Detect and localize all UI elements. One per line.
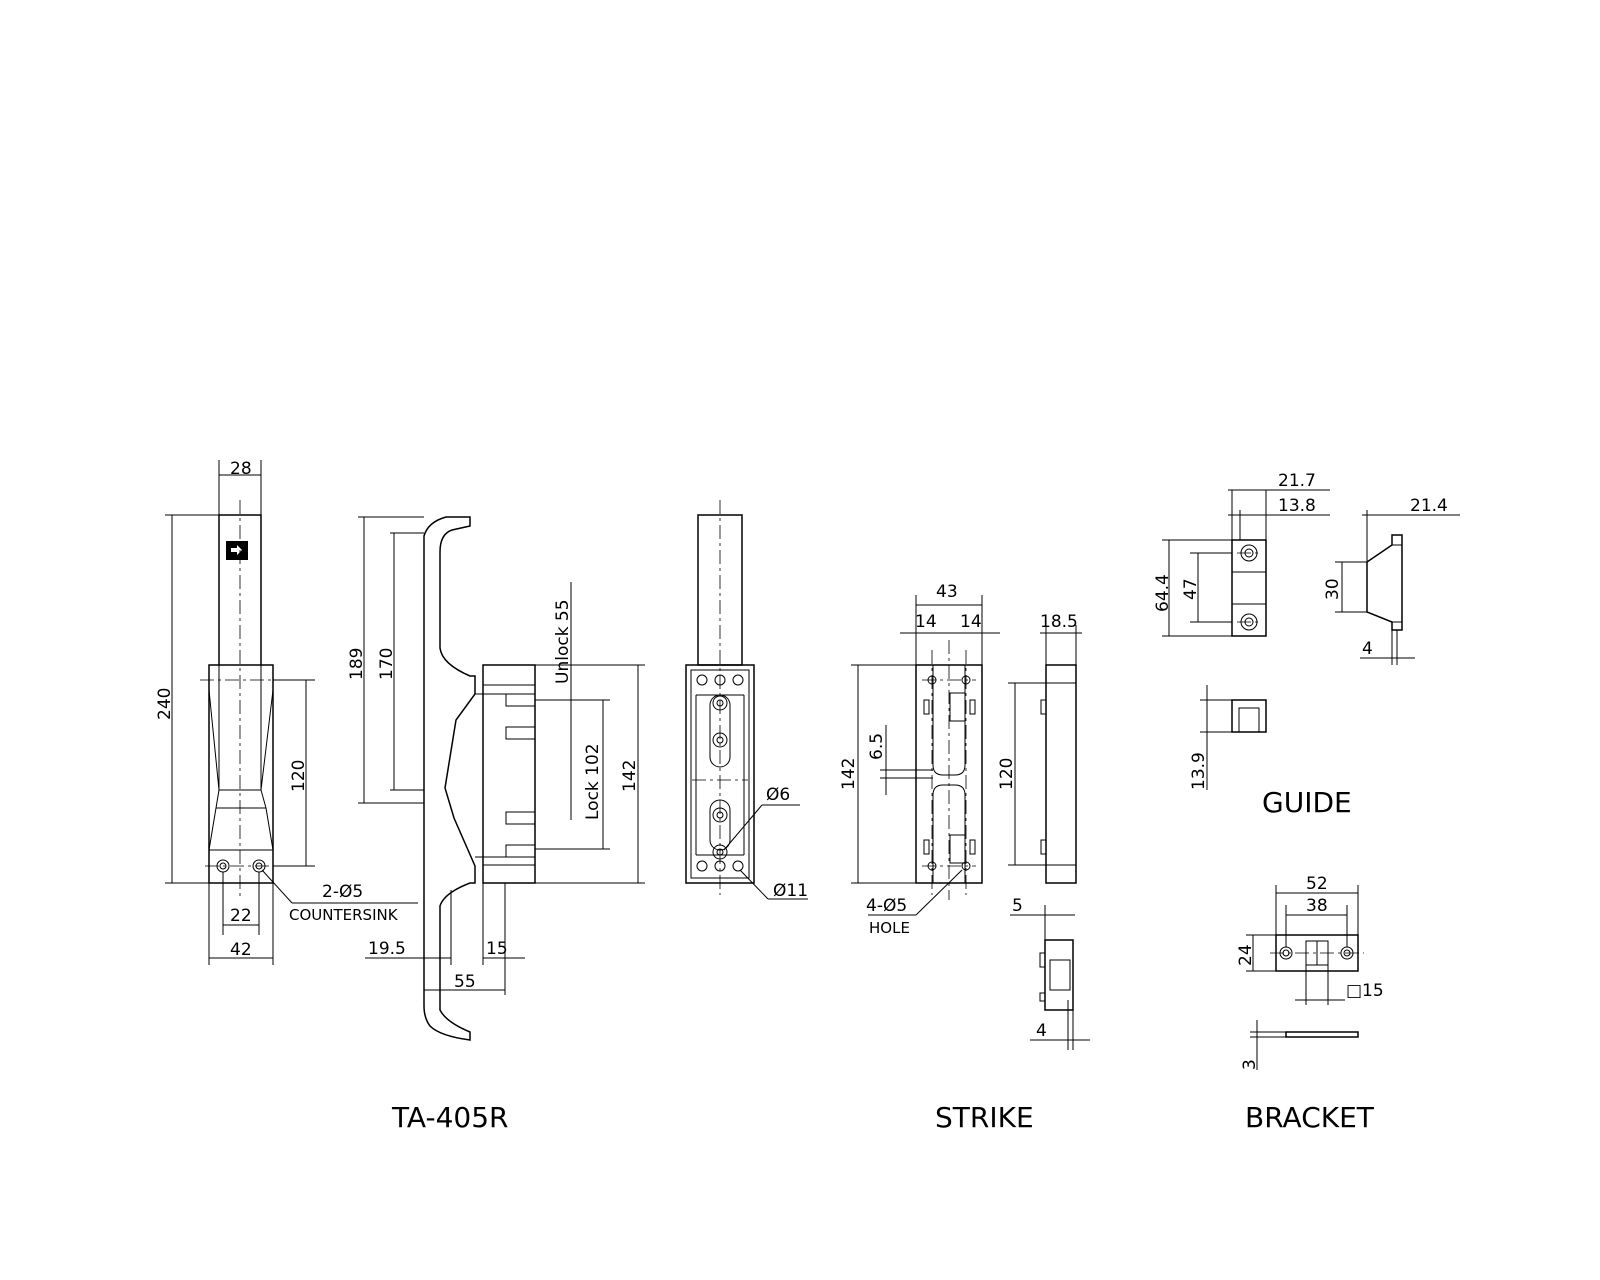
main-back-view <box>685 500 808 900</box>
dim-side-189: 189 <box>347 648 367 680</box>
strike-hole-label: HOLE <box>869 919 910 937</box>
guide-dim-13-8: 13.8 <box>1278 496 1316 516</box>
strike-dim-14-right: 14 <box>960 612 982 632</box>
dim-unlock: Unlock 55 <box>553 599 573 684</box>
strike-dim-5: 5 <box>1012 896 1023 916</box>
strike-dim-6-5: 6.5 <box>867 733 887 760</box>
strike-dim-18-5: 18.5 <box>1040 612 1078 632</box>
guide-dim-21-7: 21.7 <box>1278 471 1316 491</box>
strike-dim-43: 43 <box>936 582 958 602</box>
strike-dim-142: 142 <box>839 758 859 790</box>
strike-dim-14-left: 14 <box>915 612 937 632</box>
dim-depth-55: 55 <box>454 972 476 992</box>
bracket-dim-3: 3 <box>1240 1059 1260 1070</box>
dim-side-142: 142 <box>620 760 640 792</box>
dim-top-width: 28 <box>230 459 252 479</box>
dim-hole-pitch: 22 <box>230 906 252 926</box>
guide-dim-30: 30 <box>1323 578 1343 600</box>
main-part-title: TA-405R <box>391 1101 508 1134</box>
guide-dim-47: 47 <box>1181 578 1201 600</box>
dim-side-170: 170 <box>377 648 397 680</box>
bracket-dim-52: 52 <box>1306 874 1328 894</box>
dim-total-height: 240 <box>155 688 175 720</box>
dim-offset-19-5: 19.5 <box>368 939 406 959</box>
main-side-view <box>358 516 645 1041</box>
strike-dim-120: 120 <box>997 758 1017 790</box>
dim-lock: Lock 102 <box>583 743 603 820</box>
label-countersink: COUNTERSINK <box>289 906 399 924</box>
label-holes: 2-Ø5 <box>322 882 363 902</box>
guide-front-view <box>1162 489 1330 637</box>
dim-hole-spacing: 120 <box>289 760 309 792</box>
strike-title: STRIKE <box>935 1101 1034 1134</box>
bracket-front-view <box>1246 885 1364 1005</box>
strike-dim-4: 4 <box>1036 1021 1047 1041</box>
guide-top-view <box>1200 685 1267 790</box>
strike-front-view <box>851 595 1000 916</box>
guide-dim-64-4: 64.4 <box>1153 574 1173 612</box>
guide-title: GUIDE <box>1262 786 1352 819</box>
strike-detail-view <box>1010 905 1090 1050</box>
dim-offset-15: 15 <box>486 939 508 959</box>
guide-side-view <box>1335 510 1460 665</box>
strike-holes: 4-Ø5 <box>866 896 907 916</box>
guide-dim-4: 4 <box>1362 639 1373 659</box>
bracket-title: BRACKET <box>1245 1101 1375 1134</box>
guide-dim-21-4: 21.4 <box>1410 496 1448 516</box>
main-front-view <box>165 460 418 965</box>
bracket-side-view <box>1250 1020 1359 1070</box>
dim-base-width: 42 <box>230 940 252 960</box>
bracket-dim-24: 24 <box>1236 944 1256 966</box>
dim-back-d11: Ø11 <box>773 881 808 901</box>
bracket-dim-38: 38 <box>1306 896 1328 916</box>
strike-side-view <box>1008 625 1082 884</box>
dim-back-d6: Ø6 <box>766 785 790 805</box>
guide-dim-13-9: 13.9 <box>1189 752 1209 790</box>
bracket-dim-square-15: □15 <box>1346 981 1384 1001</box>
